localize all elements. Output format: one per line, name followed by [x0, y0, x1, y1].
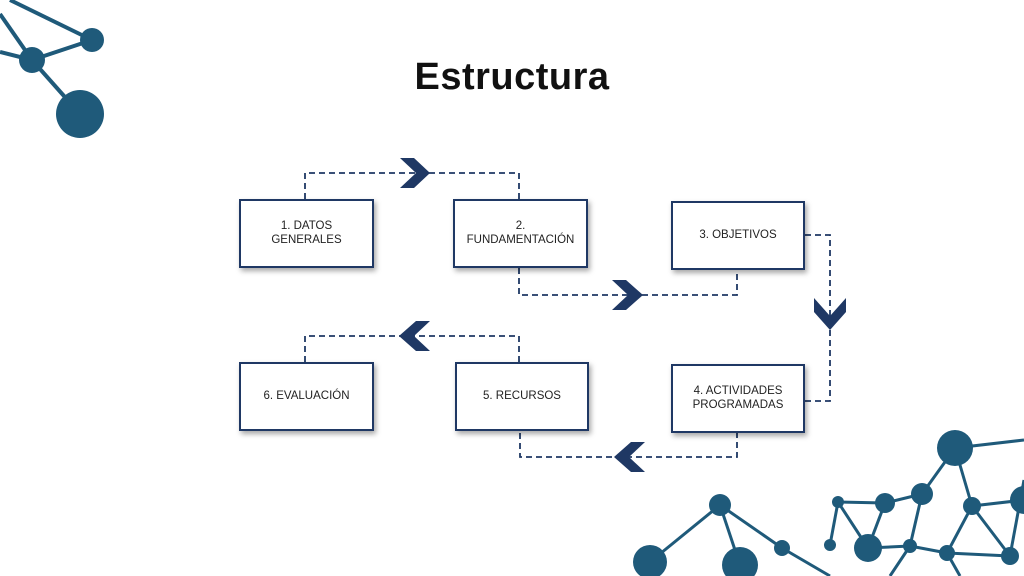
arrow-right-icon: [612, 280, 643, 310]
step-box-fundamentacion: 2. FUNDAMENTACIÓN: [453, 199, 588, 268]
step-box-actividades-programadas: 4. ACTIVIDADES PROGRAMADAS: [671, 364, 805, 433]
arrow-left-icon: [614, 442, 645, 472]
arrow-down-icon: [814, 298, 846, 330]
connector-3-4: [805, 234, 831, 402]
step-box-recursos: 5. RECURSOS: [455, 362, 589, 431]
arrow-right-icon: [400, 158, 430, 188]
step-box-datos-generales: 1. DATOS GENERALES: [239, 199, 374, 268]
arrow-left-icon: [399, 321, 430, 351]
step-box-objetivos: 3. OBJETIVOS: [671, 201, 805, 270]
connector-1-2: [304, 172, 520, 199]
page-title: Estructura: [414, 56, 610, 98]
step-box-evaluacion: 6. EVALUACIÓN: [239, 362, 374, 431]
